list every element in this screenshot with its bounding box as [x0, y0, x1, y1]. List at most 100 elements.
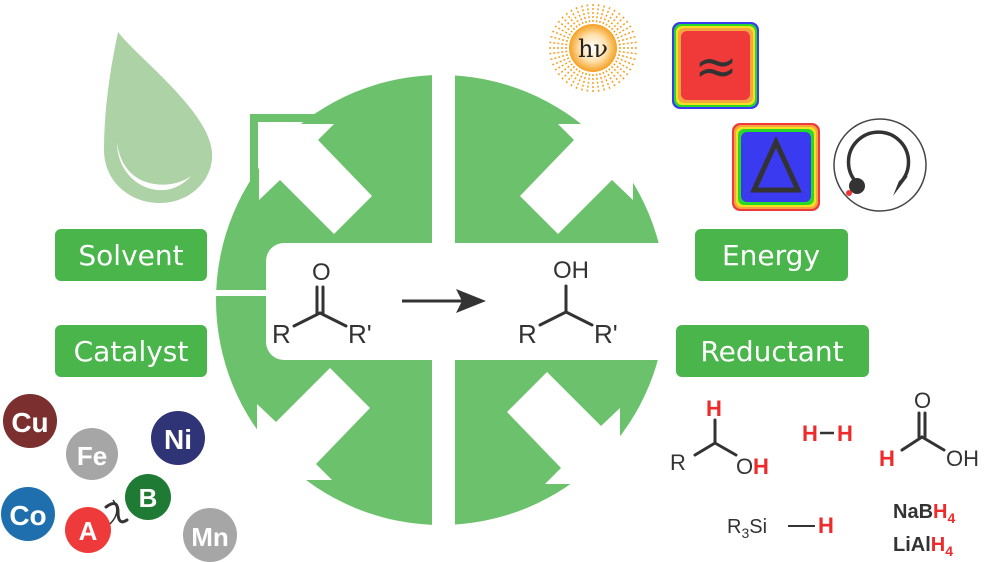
- sun-ray: [608, 68, 621, 85]
- ligand-link-icon: [104, 502, 129, 524]
- solvent-drop-icon: [104, 32, 213, 203]
- sun-ray: [616, 57, 635, 66]
- reactant-oxygen: O: [312, 259, 331, 286]
- product-oh: OH: [553, 257, 589, 284]
- svg-text:O: O: [914, 388, 931, 413]
- sun-ray: [569, 8, 581, 26]
- svg-text:B: B: [139, 483, 158, 513]
- svg-text:NaBH4: NaBH4: [893, 501, 955, 526]
- svg-text:Mn: Mn: [191, 522, 229, 552]
- arrow-bottom-left: [257, 368, 370, 480]
- svg-text:R3Si: R3Si: [727, 516, 767, 541]
- sun-ray: [616, 30, 635, 39]
- sun-ray: [548, 41, 568, 46]
- svg-text:Co: Co: [9, 500, 46, 531]
- metal-fe: Fe: [66, 428, 118, 480]
- svg-text:H: H: [753, 454, 769, 479]
- sun-ray: [560, 65, 576, 81]
- sun-ray: [549, 35, 569, 42]
- label-energy: Energy: [695, 229, 848, 281]
- arrow-top-left: [250, 114, 372, 234]
- svg-text:R: R: [670, 450, 686, 475]
- sun-ray: [618, 41, 638, 46]
- sun-ray: [553, 24, 571, 36]
- label-catalyst-text: Catalyst: [74, 335, 189, 368]
- metal-b: B: [125, 474, 171, 520]
- sun-ray: [595, 73, 600, 93]
- sun-ray: [605, 70, 617, 88]
- sun-ray: [613, 20, 630, 33]
- sun-ray: [580, 72, 587, 92]
- sun-ray: [565, 11, 578, 28]
- sun-ray: [575, 71, 584, 90]
- svg-text:Ni: Ni: [164, 424, 192, 455]
- reactant-r-prime: R': [348, 319, 372, 349]
- sun-ray: [549, 54, 569, 61]
- microwave-symbol: ≈: [694, 37, 738, 97]
- sun-ray: [610, 15, 626, 31]
- product-r-prime: R': [594, 319, 618, 349]
- light-hv-icon: hν: [548, 3, 638, 93]
- sun-ray: [586, 73, 591, 93]
- microwave-icon: ≈: [672, 22, 759, 109]
- sun-ray: [553, 60, 571, 72]
- metal-mn: Mn: [183, 508, 237, 562]
- label-reductant: Reductant: [676, 325, 869, 377]
- reactant-ketone: O R R': [272, 259, 372, 349]
- label-reductant-text: Reductant: [700, 335, 843, 368]
- svg-text:H: H: [879, 446, 895, 471]
- reductant-silane: R3Si H: [727, 513, 834, 541]
- sun-ray: [615, 24, 633, 36]
- metal-a: A: [65, 507, 111, 553]
- sun-ray: [548, 50, 568, 55]
- svg-text:A: A: [79, 516, 98, 546]
- sun-ray: [551, 30, 570, 39]
- sun-ray: [613, 63, 630, 76]
- sun-ray: [608, 11, 621, 28]
- sun-ray: [605, 8, 617, 26]
- label-solvent: Solvent: [55, 229, 207, 281]
- label-solvent-text: Solvent: [78, 239, 183, 272]
- light-hv-text: hν: [578, 35, 608, 63]
- svg-text:H: H: [802, 421, 818, 446]
- sun-ray: [610, 65, 626, 81]
- label-catalyst: Catalyst: [55, 325, 207, 377]
- svg-text:O: O: [736, 454, 753, 479]
- reductant-lialh4: LiAlH4: [893, 534, 953, 559]
- svg-text:OH: OH: [946, 446, 979, 471]
- sun-ray: [586, 3, 591, 23]
- metal-ni: Ni: [151, 411, 205, 465]
- label-energy-text: Energy: [722, 239, 820, 272]
- sun-ray: [599, 72, 606, 92]
- sun-ray: [602, 71, 611, 90]
- product-alcohol: OH R R': [518, 257, 618, 349]
- svg-text:H: H: [818, 513, 834, 538]
- product-r: R: [518, 319, 537, 349]
- catalyst-metals: Cu Fe Ni Co A B Mn: [1, 394, 237, 562]
- reductant-hydrogen: H H: [802, 421, 853, 446]
- sun-ray: [560, 15, 576, 31]
- arrow-bottom-right: [507, 372, 620, 484]
- sun-ray: [569, 70, 581, 88]
- sun-ray: [580, 4, 587, 24]
- sun-ray: [615, 60, 633, 72]
- heat-delta-icon: [732, 123, 820, 211]
- svg-text:LiAlH4: LiAlH4: [893, 534, 953, 559]
- reductant-alcohol: H R O H: [670, 396, 769, 479]
- sun-ray: [617, 35, 637, 42]
- svg-text:H: H: [706, 396, 722, 421]
- sun-ray: [595, 3, 600, 23]
- svg-text:H: H: [837, 421, 853, 446]
- svg-text:Fe: Fe: [77, 441, 107, 471]
- sun-ray: [556, 20, 573, 33]
- sun-ray: [599, 4, 606, 24]
- reductant-nabh4: NaBH4: [893, 501, 955, 526]
- ligand-arc-icon: [109, 499, 118, 525]
- sun-ray: [618, 50, 638, 55]
- sun-ray: [551, 57, 570, 66]
- arrow-top-right: [520, 124, 633, 234]
- reactant-r: R: [272, 319, 291, 349]
- sun-ray: [602, 6, 611, 25]
- metal-cu: Cu: [3, 394, 57, 448]
